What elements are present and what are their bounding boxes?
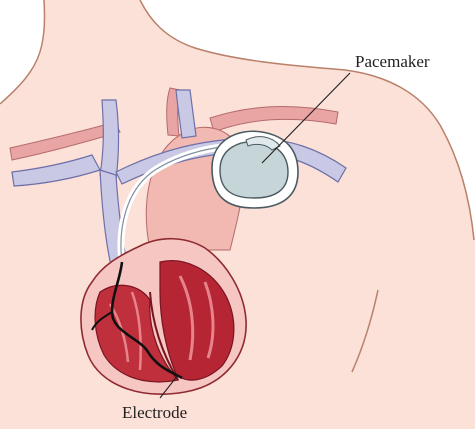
pacemaker-case [220, 142, 288, 198]
electrode-label: Electrode [122, 403, 187, 422]
pacemaker-label: Pacemaker [355, 52, 430, 71]
left-jugular-vein [100, 100, 119, 180]
pacemaker-device-icon [212, 131, 298, 208]
